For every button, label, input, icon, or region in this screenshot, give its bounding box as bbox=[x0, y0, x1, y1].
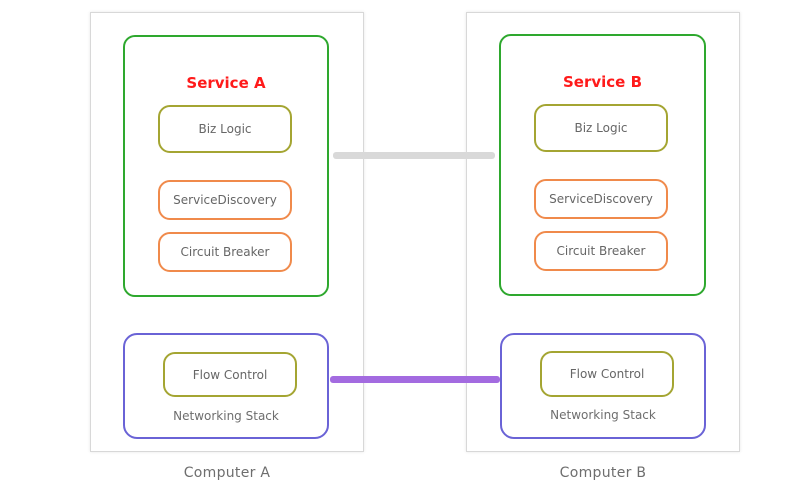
flow-control-b: Flow Control bbox=[540, 351, 674, 397]
service-b-title: Service B bbox=[562, 73, 642, 91]
service-b-circuit-breaker: Circuit Breaker bbox=[534, 231, 668, 271]
service-a-circuit-breaker: Circuit Breaker bbox=[158, 232, 292, 272]
networking-stack-a-box bbox=[123, 333, 329, 439]
service-b-service-discovery: ServiceDiscovery bbox=[534, 179, 668, 219]
network-connection-line bbox=[330, 376, 500, 383]
service-a-service-discovery: ServiceDiscovery bbox=[158, 180, 292, 220]
networking-stack-b-box bbox=[500, 333, 706, 439]
computer-b-label: Computer B bbox=[559, 465, 647, 481]
service-a-title: Service A bbox=[186, 74, 266, 92]
service-a-box bbox=[123, 35, 329, 297]
service-b-box bbox=[499, 34, 706, 296]
networking-stack-a-label: Networking Stack bbox=[173, 409, 279, 423]
service-b-biz-logic: Biz Logic bbox=[534, 104, 668, 152]
computer-a-label: Computer A bbox=[183, 465, 271, 481]
service-a-biz-logic: Biz Logic bbox=[158, 105, 292, 153]
networking-stack-b-label: Networking Stack bbox=[550, 408, 656, 422]
service-connection-line bbox=[333, 152, 495, 159]
flow-control-a: Flow Control bbox=[163, 352, 297, 397]
